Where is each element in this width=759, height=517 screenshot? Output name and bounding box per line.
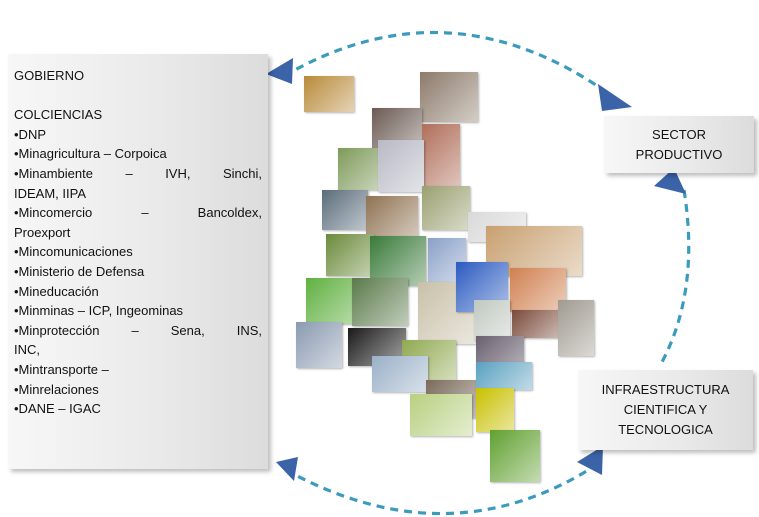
government-line: INC, — [14, 342, 40, 358]
arrowhead-icon — [577, 446, 603, 475]
government-line: •Ministerio de Defensa — [14, 263, 145, 279]
infra-line-1: INFRAESTRUCTURA — [601, 382, 730, 397]
government-line: •Mincomercio – Bancoldex, — [14, 205, 262, 221]
arrowhead-icon — [266, 58, 293, 84]
arrowhead-icon — [276, 457, 298, 481]
sector-productivo-box: SECTOR PRODUCTIVO — [604, 116, 754, 173]
infraestructura-box: INFRAESTRUCTURA CIENTIFICA Y TECNOLOGICA — [578, 370, 753, 450]
government-line: •Minminas – ICP, Ingeominas — [14, 303, 184, 319]
sector-line-1: SECTOR — [652, 126, 706, 142]
government-line: •Minagricultura – Corpoica — [14, 146, 167, 162]
government-line: •Mincomunicaciones — [14, 244, 133, 260]
government-line: •Minambiente – IVH, Sinchi, — [14, 165, 262, 181]
government-box: GOBIERNO COLCIENCIAS •DNP •Minagricultura … — [8, 54, 268, 469]
cycle-arc — [283, 30, 613, 98]
government-line: GOBIERNO — [14, 68, 85, 83]
government-line: •Mintransporte – — [14, 361, 109, 377]
infra-line-3: TECNOLOGICA — [618, 422, 713, 437]
arrowhead-icon — [598, 84, 632, 111]
government-line: •Minrelaciones — [14, 381, 99, 397]
government-line: •Mineducación — [14, 283, 99, 299]
government-line: Proexport — [14, 224, 71, 240]
arrowhead-icon — [654, 168, 686, 194]
government-line: IDEAM, IIPA — [14, 185, 86, 201]
government-line — [14, 86, 262, 106]
government-list: GOBIERNO COLCIENCIAS •DNP •Minagricultura … — [14, 66, 262, 419]
government-line: •DANE – IGAC — [14, 401, 101, 417]
government-line: •Minprotección – Sena, INS, — [14, 322, 262, 338]
sector-line-2: PRODUCTIVO — [635, 146, 723, 162]
government-line: COLCIENCIAS — [14, 107, 103, 123]
cycle-arc — [660, 189, 691, 363]
cycle-arc — [285, 462, 599, 516]
government-line: •DNP — [14, 126, 46, 142]
infra-line-2: CIENTIFICA Y — [623, 402, 708, 417]
